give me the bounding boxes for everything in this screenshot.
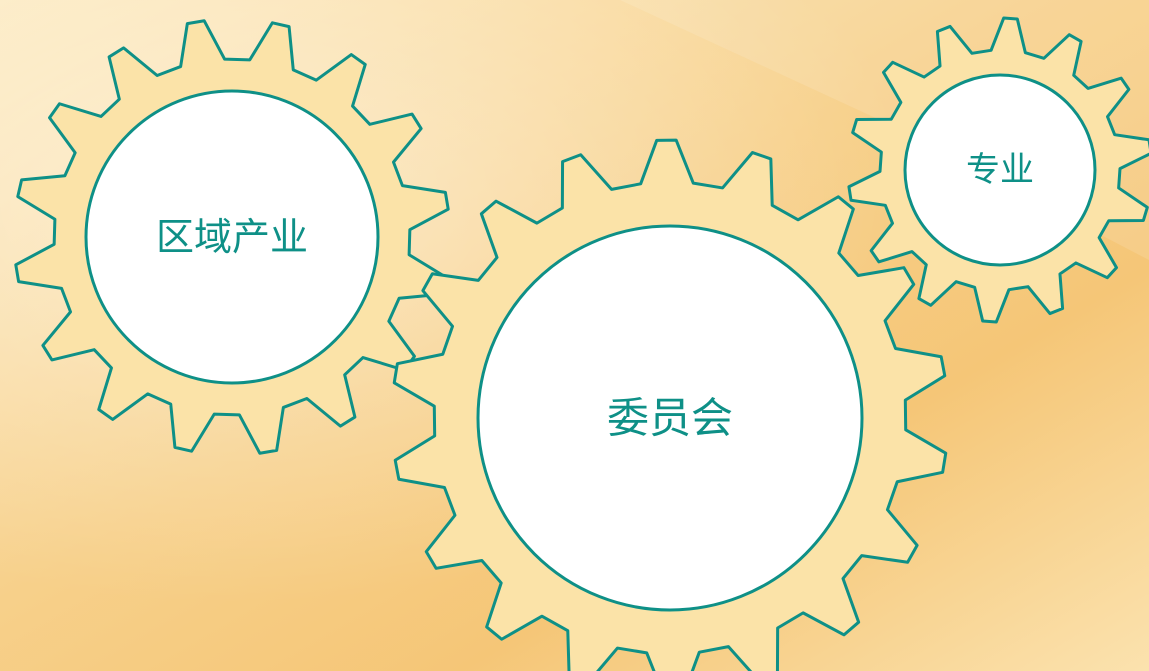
gear-committee-label: 委员会: [607, 394, 733, 443]
gear-regional-industry-label: 区域产业: [156, 215, 308, 259]
gear-committee: 委员会: [392, 138, 948, 671]
gear-major-hub: [903, 73, 1097, 267]
gear-committee-hub: [476, 224, 864, 612]
gear-major-label: 专业: [966, 150, 1034, 190]
gear-regional-industry-hub: [84, 89, 380, 385]
gear-regional-industry: 区域产业: [14, 19, 450, 455]
gear-major: 专业: [847, 16, 1149, 324]
